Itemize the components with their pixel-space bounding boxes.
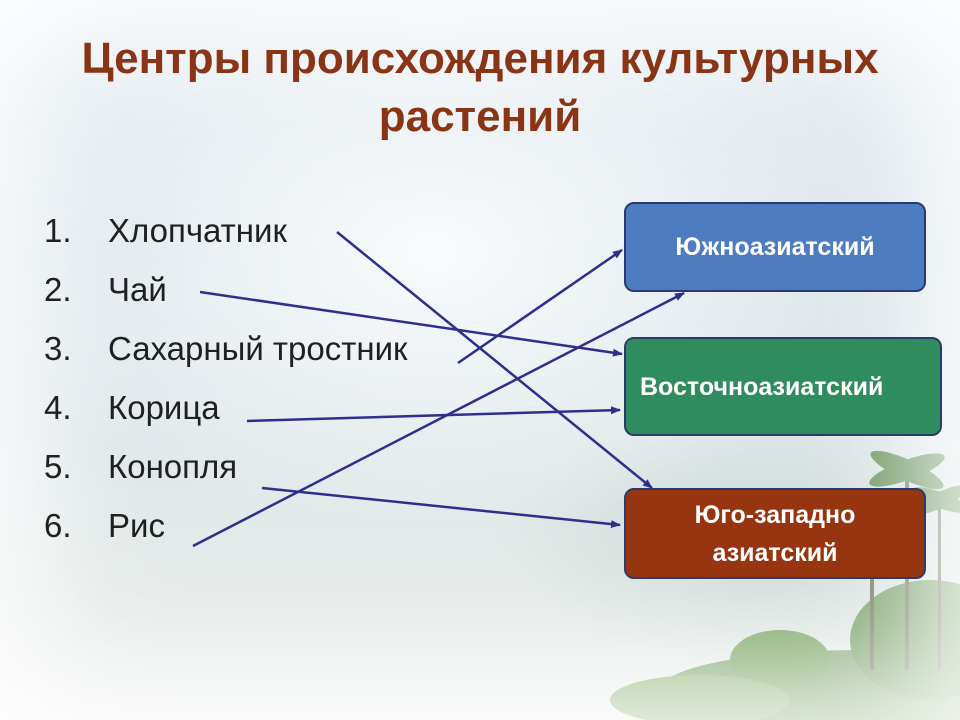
item-label: Рис [108,507,165,544]
southwest-asian-center-box: Юго-западно азиатский [624,488,926,579]
item-number: 1. [44,212,72,249]
item-number: 5. [44,448,72,485]
slide-title: Центры происхождения культурных растений [81,34,879,141]
arrow-cinnamon-to-east [246,406,621,423]
item-label: Конопля [108,448,238,485]
arrow-hemp-to-southwest [261,486,621,529]
southwest-label-line2: азиатский [712,538,838,567]
item-number: 6. [44,507,72,544]
list-item: 3. Сахарный тростник [44,330,407,389]
item-number: 4. [44,389,72,426]
plant-list: 1. Хлопчатник 2. Чай 3. Сахарный тростник 4… [44,212,407,566]
southwest-asian-center-label: Юго-западно азиатский [695,496,856,572]
item-label: Чай [108,271,167,308]
list-item: 6. Рис [44,507,407,566]
item-number: 3. [44,330,72,367]
arrow-cotton-to-southwest [336,231,653,489]
list-item: 5. Конопля [44,448,407,507]
list-item: 1. Хлопчатник [44,212,407,271]
list-item: 4. Корица [44,389,407,448]
southwest-label-line1: Юго-западно [694,500,856,529]
south-asian-center-box: Южноазиатский [624,202,926,292]
item-label: Корица [108,389,220,426]
arrow-rice-to-south [192,291,685,548]
item-label: Хлопчатник [108,212,287,249]
item-label: Сахарный тростник [108,330,408,367]
east-asian-center-box: Восточноазиатский [624,337,942,436]
south-asian-center-label: Южноазиатский [675,233,875,261]
arrow-sugarcane-to-south [457,248,623,365]
item-number: 2. [44,271,72,308]
arrow-tea-to-east [199,290,623,357]
east-asian-center-label: Восточноазиатский [640,372,884,401]
list-item: 2. Чай [44,271,407,330]
